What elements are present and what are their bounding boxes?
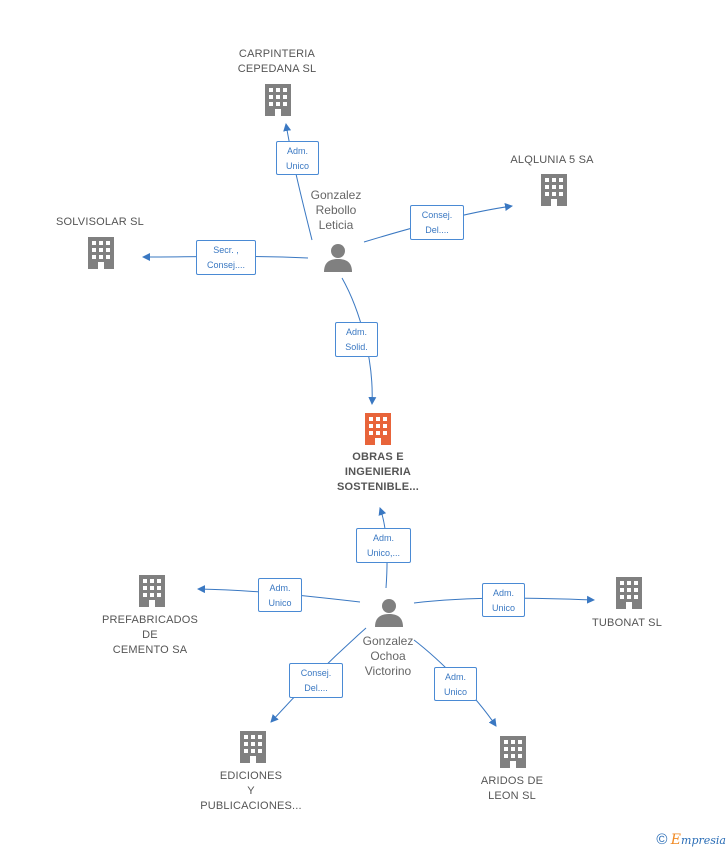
edge-label-line: Unico — [268, 598, 292, 608]
label-line: CARPINTERIA — [238, 48, 316, 60]
company-label-c1[interactable]: CARPINTERIA CEPEDANA SL — [217, 47, 337, 77]
building-icon[interactable] — [265, 84, 291, 116]
building-icon[interactable] — [500, 736, 526, 768]
label-line: SOLVISOLAR SL — [56, 216, 144, 228]
label-line: INGENIERIA — [344, 466, 412, 478]
label-line: Gonzalez — [362, 634, 414, 648]
person-icon[interactable] — [375, 599, 403, 627]
building-icon[interactable] — [365, 413, 391, 445]
label-line: CEMENTO SA — [112, 644, 188, 656]
edge-label-line: Adm. — [286, 146, 308, 156]
edge-label-line: Solid. — [345, 342, 368, 352]
edge-label-line: Consej. — [300, 668, 332, 678]
label-line: TUBONAT SL — [591, 617, 663, 629]
company-label-c2[interactable]: ALQLUNIA 5 SA — [492, 153, 612, 168]
person-label-p1[interactable]: Gonzalez Rebollo Leticia — [286, 188, 386, 233]
edge-line-e1 — [283, 123, 313, 241]
company-label-c3[interactable]: SOLVISOLAR SL — [40, 215, 160, 230]
edge-label-line: Consej. — [421, 210, 453, 220]
label-line: SOSTENIBLE... — [336, 481, 420, 493]
edge-label-line: Adm. — [345, 327, 367, 337]
edge-label-e9[interactable]: Adm. Unico — [434, 667, 477, 701]
edge-label-line: Unico — [491, 603, 515, 613]
label-line: Leticia — [318, 218, 354, 232]
copyright-symbol: © — [656, 831, 668, 848]
label-line: Gonzalez — [310, 188, 362, 202]
edge-label-e2[interactable]: Consej. Del.... — [410, 205, 464, 240]
label-line: EDICIONES — [219, 770, 283, 782]
edge-label-e4[interactable]: Adm. Solid. — [335, 322, 378, 357]
label-line: PREFABRICADOS — [101, 614, 199, 626]
company-label-c6[interactable]: EDICIONES Y PUBLICACIONES... — [191, 769, 311, 814]
label-line: PUBLICACIONES... — [200, 800, 302, 812]
edge-label-line: Adm. — [269, 583, 291, 593]
edge-label-line: Secr. , — [213, 245, 239, 255]
building-icon[interactable] — [240, 731, 266, 763]
edge-label-line: Unico — [443, 687, 467, 697]
person-icon[interactable] — [324, 244, 352, 272]
edge-label-e5[interactable]: Adm. Unico,... — [356, 528, 411, 563]
label-line: LEON SL — [488, 790, 536, 802]
label-line: DE — [142, 629, 158, 641]
edge-label-line: Del.... — [304, 683, 328, 693]
building-icon[interactable] — [541, 174, 567, 206]
label-line: Ochoa — [370, 649, 406, 663]
edge-label-line: Del.... — [425, 225, 449, 235]
company-label-c7[interactable]: ARIDOS DE LEON SL — [452, 774, 572, 804]
label-line: Y — [247, 785, 255, 797]
edge-label-line: Consej.... — [206, 260, 246, 270]
footer-brand: © Empresia — [656, 831, 726, 848]
company-label-c4[interactable]: PREFABRICADOS DE CEMENTO SA — [90, 613, 210, 658]
edge-label-line: Adm. — [372, 533, 394, 543]
edge-label-e8[interactable]: Consej. Del.... — [289, 663, 343, 698]
label-line: Victorino — [364, 664, 412, 678]
edge-label-line: Unico — [285, 161, 309, 171]
edge-label-e7[interactable]: Adm. Unico — [482, 583, 525, 617]
edge-label-e3[interactable]: Secr. , Consej.... — [196, 240, 256, 275]
building-icon[interactable] — [616, 577, 642, 609]
brand-initial: E — [670, 832, 682, 848]
label-line: ARIDOS DE — [480, 775, 544, 787]
edge-label-line: Adm. — [492, 588, 514, 598]
brand-rest: mpresia — [681, 834, 726, 847]
label-line: CEPEDANA SL — [237, 63, 317, 75]
label-line: Rebollo — [315, 203, 357, 217]
label-line: ALQLUNIA 5 SA — [510, 154, 594, 166]
main-company-label[interactable]: OBRAS E INGENIERIA SOSTENIBLE... — [318, 450, 438, 495]
person-label-p2[interactable]: Gonzalez Ochoa Victorino — [338, 634, 438, 679]
brand-logo: Empresia — [670, 832, 726, 848]
edge-label-line: Unico,... — [366, 548, 400, 558]
edge-label-e1[interactable]: Adm. Unico — [276, 141, 319, 175]
label-line: OBRAS E — [352, 451, 404, 463]
building-icon[interactable] — [88, 237, 114, 269]
building-icon[interactable] — [139, 575, 165, 607]
edge-label-e6[interactable]: Adm. Unico — [258, 578, 302, 612]
edge-label-line: Adm. — [444, 672, 466, 682]
company-label-c5[interactable]: TUBONAT SL — [567, 616, 687, 631]
